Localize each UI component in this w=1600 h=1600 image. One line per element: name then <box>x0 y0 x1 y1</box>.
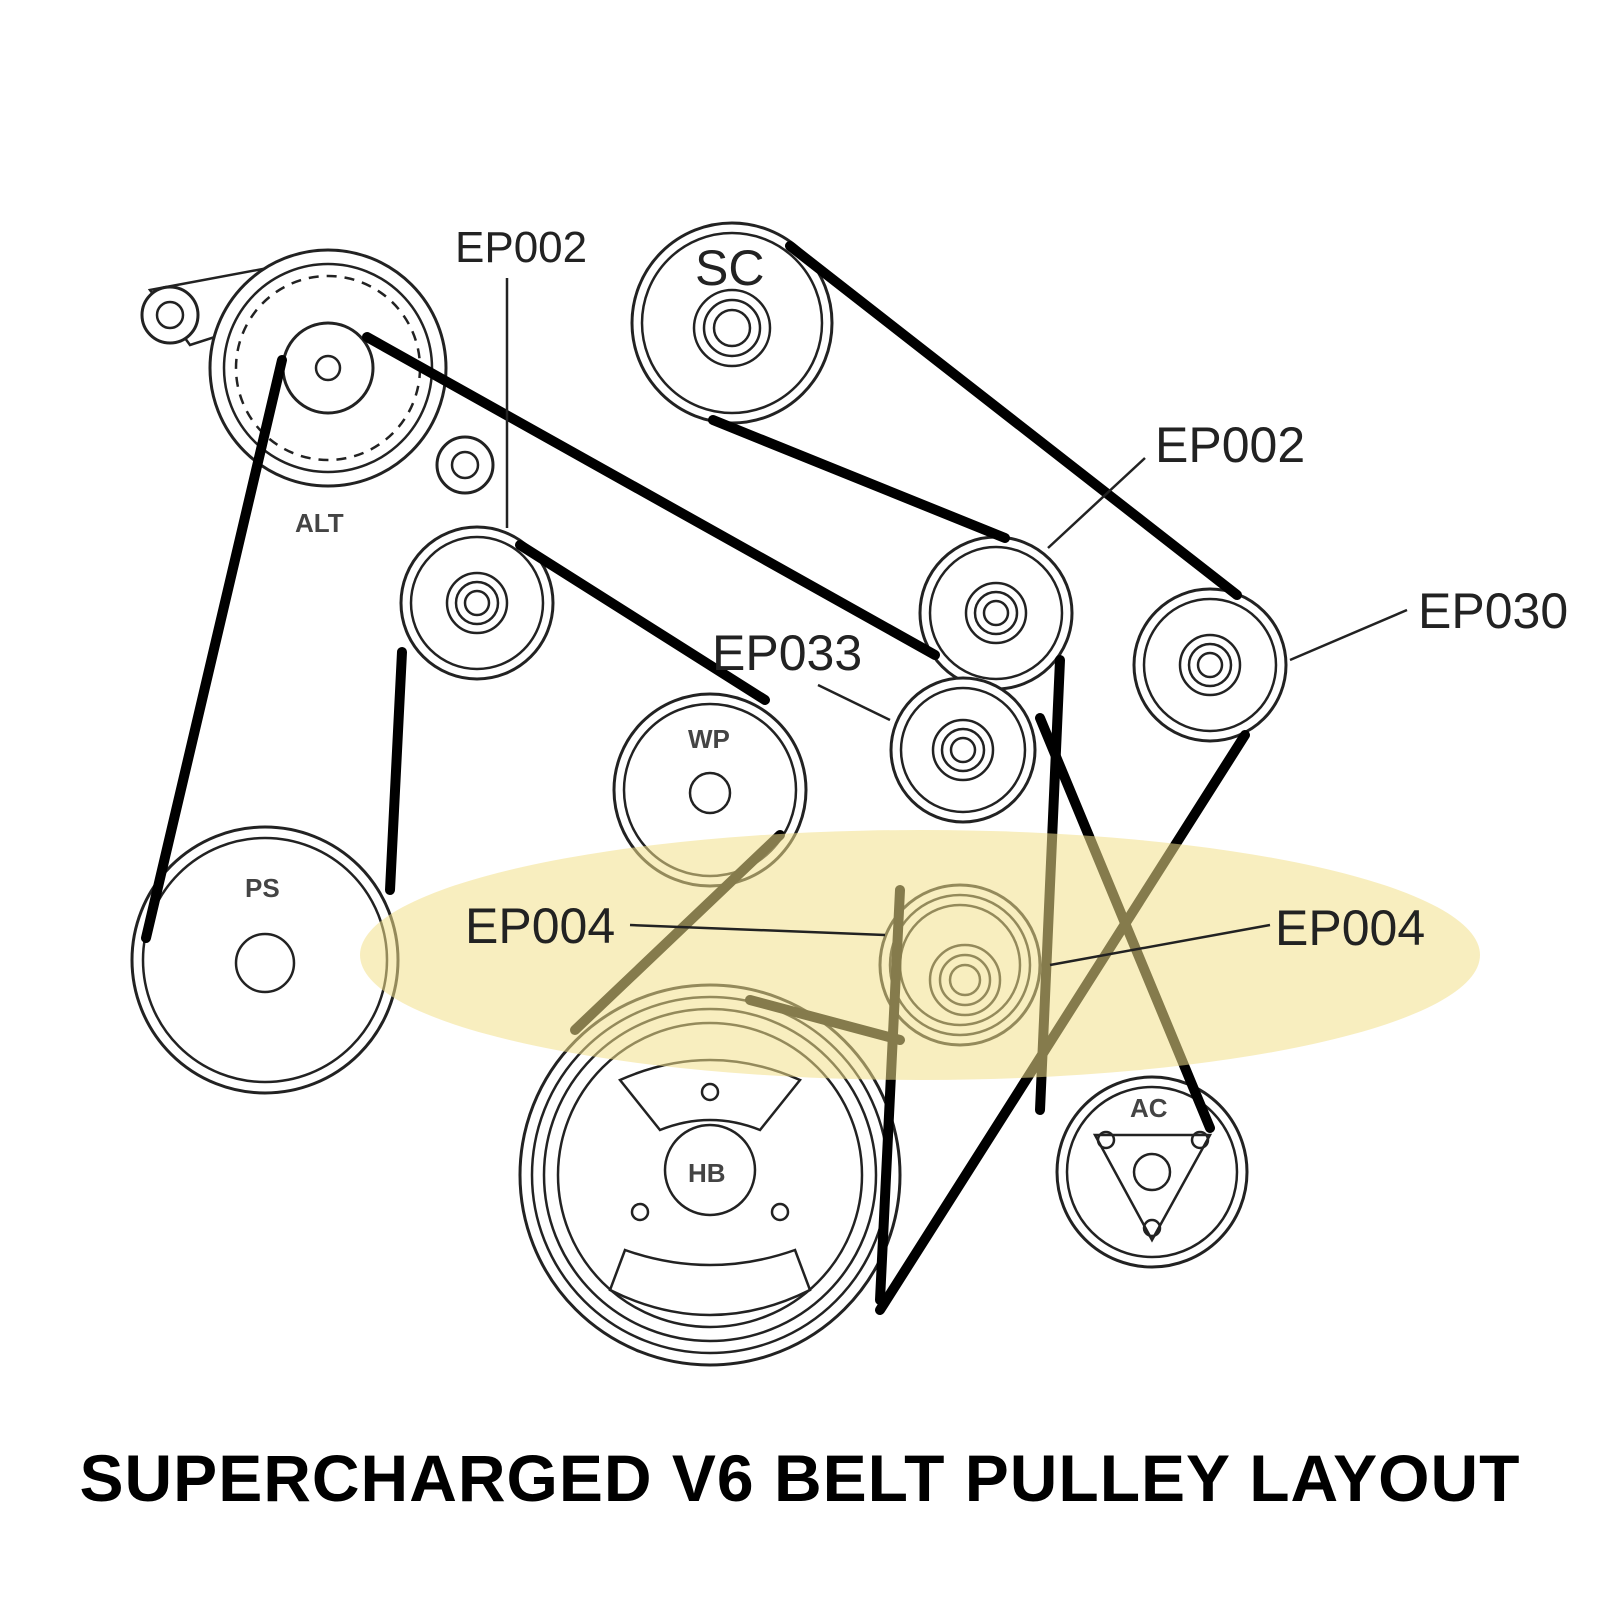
callout-ep002-right: EP002 <box>1047 417 1305 549</box>
tensioner-highlight <box>360 830 1480 1080</box>
ps-label: PS <box>245 873 280 903</box>
callout-ep004-left: EP004 <box>465 898 886 954</box>
ep004-left-label: EP004 <box>465 898 615 954</box>
callout-ep030: EP030 <box>1289 583 1568 662</box>
callout-ep004-right: EP004 <box>1049 900 1425 967</box>
diagram-caption: SUPERCHARGED V6 BELT PULLEY LAYOUT <box>79 1441 1521 1515</box>
ac-label: AC <box>1130 1093 1168 1123</box>
sc-label: SC <box>695 240 764 296</box>
ep033-label: EP033 <box>712 625 862 681</box>
alternator-pulley: ALT <box>140 248 495 538</box>
hb-label: HB <box>688 1158 726 1188</box>
power-steering-pulley: PS <box>130 825 400 1095</box>
wp-label: WP <box>688 724 730 754</box>
alt-label: ALT <box>295 508 344 538</box>
ac-compressor-pulley: AC <box>1055 1075 1249 1269</box>
ep002-right-label: EP002 <box>1155 417 1305 473</box>
idler-pulley-ep030 <box>1132 587 1288 743</box>
idler-pulley-ep002-left <box>399 525 555 681</box>
callout-ep033: EP033 <box>712 625 891 722</box>
ep030-label: EP030 <box>1418 583 1568 639</box>
idler-pulley-ep033 <box>889 676 1037 824</box>
ep002-top-label: EP002 <box>455 223 587 272</box>
callout-ep002-top: EP002 <box>455 223 587 528</box>
idler-pulley-ep002-right <box>918 535 1074 691</box>
ep004-right-label: EP004 <box>1275 900 1425 956</box>
